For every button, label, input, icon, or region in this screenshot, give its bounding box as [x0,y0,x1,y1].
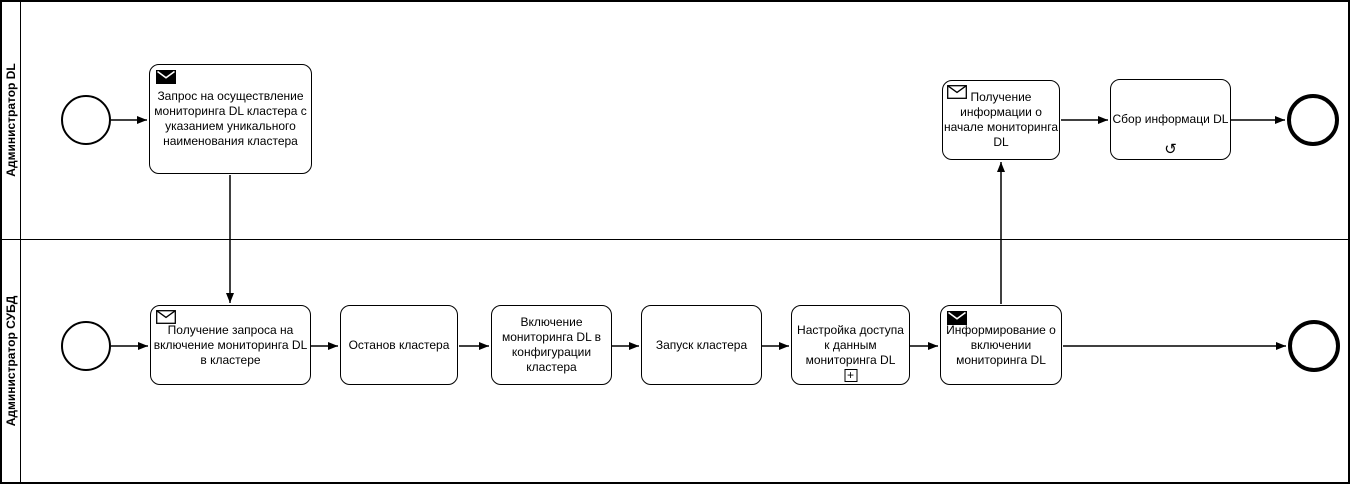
task-start-cluster[interactable]: Запуск кластера [641,305,762,385]
lane-divider [0,239,1350,240]
end-event-dl[interactable] [1287,94,1339,146]
task-receive-enable-request[interactable]: Получение запроса на включение мониторин… [150,305,311,385]
task-inform-enabled[interactable]: Информирование о включении мониторинга D… [940,305,1062,385]
subprocess-plus-icon: + [844,369,857,382]
lane-label-administrator-dl: Администратор DL [4,63,18,177]
task-enable-monitoring-config[interactable]: Включение мониторинга DL в конфигурации … [491,305,612,385]
task-label: Включение мониторинга DL в конфигурации … [501,315,602,374]
task-label: Информирование о включении мониторинга D… [946,322,1056,367]
task-label: Получение запроса на включение мониторин… [153,322,308,367]
task-label: Настройка доступа к данным мониторинга D… [797,322,904,367]
start-event-dl[interactable] [61,95,111,145]
task-label: Запуск кластера [655,337,748,352]
task-label: Получение информации о начале мониторинг… [943,90,1059,149]
start-event-dba[interactable] [61,321,111,371]
message-receive-icon [947,85,967,99]
task-receive-start-info[interactable]: Получение информации о начале мониторинг… [942,80,1060,160]
loop-icon: ↺ [1164,140,1177,158]
lane-label-administrator-subd: Администратор СУБД [4,295,18,427]
task-collect-dl-info[interactable]: Сбор информаци DL ↺ [1110,79,1231,160]
end-event-dba[interactable] [1288,320,1340,372]
task-label: Запрос на осуществление мониторинга DL к… [154,89,307,148]
message-send-icon [156,70,176,84]
task-request-dl-monitoring[interactable]: Запрос на осуществление мониторинга DL к… [149,64,312,174]
task-label: Сбор информаци DL [1112,112,1229,126]
task-configure-access-subprocess[interactable]: Настройка доступа к данным мониторинга D… [791,305,910,385]
task-label: Останов кластера [348,337,450,352]
lane-label-band-line [20,0,21,484]
task-stop-cluster[interactable]: Останов кластера [340,305,458,385]
message-send-icon [947,311,967,325]
message-receive-icon [156,310,176,324]
